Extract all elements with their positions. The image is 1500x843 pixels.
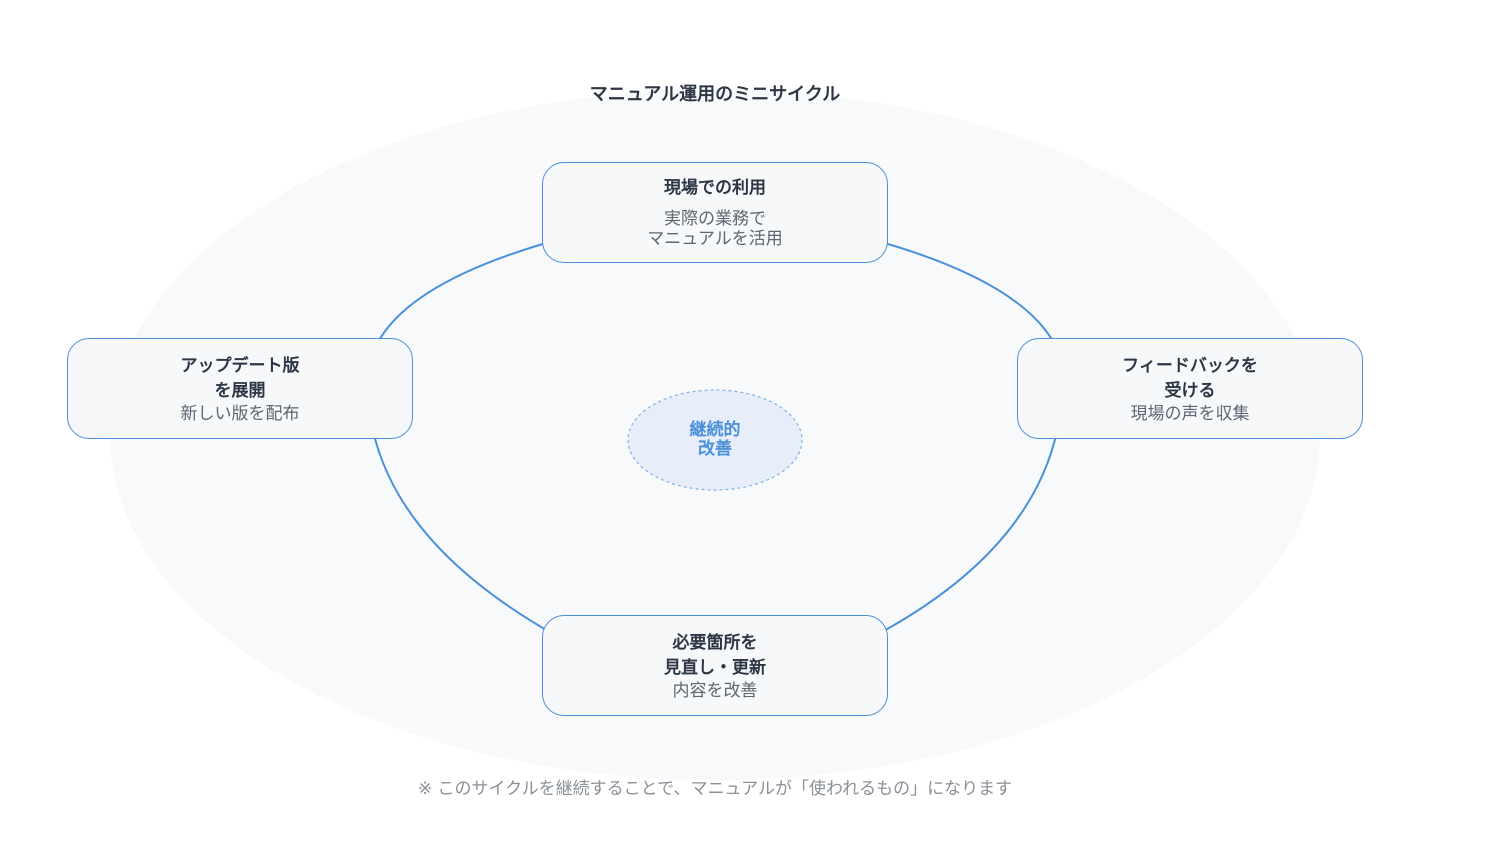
step-description: 新しい版を配布 <box>180 403 300 424</box>
step-receive-feedback: フィードバックを 受ける 現場の声を収集 <box>1017 338 1363 439</box>
step-use-in-field: 現場での利用 実際の業務で マニュアルを活用 <box>542 162 888 263</box>
footnote: ※ このサイクルを継続することで、マニュアルが「使われるもの」になります <box>417 779 1013 799</box>
step-review-update: 必要箇所を 見直し・更新 内容を改善 <box>542 615 888 716</box>
step-title: フィードバックを 受ける <box>1122 355 1258 401</box>
arrow-bottom-to-left <box>369 414 565 641</box>
step-title: 必要箇所を 見直し・更新 <box>664 632 766 678</box>
arrow-right-to-bottom <box>866 414 1061 641</box>
diagram-title: マニュアル運用のミニサイクル <box>589 84 841 105</box>
step-description: 現場の声を収集 <box>1130 403 1250 424</box>
step-title: アップデート版 を展開 <box>180 355 300 401</box>
step-deploy-update: アップデート版 を展開 新しい版を配布 <box>67 338 413 439</box>
center-ellipse <box>627 389 803 491</box>
step-description: 内容を改善 <box>672 680 758 701</box>
step-description: 実際の業務で マニュアルを活用 <box>647 209 783 249</box>
center-label: 継続的 改善 <box>689 420 741 459</box>
step-title: 現場での利用 <box>664 178 766 198</box>
